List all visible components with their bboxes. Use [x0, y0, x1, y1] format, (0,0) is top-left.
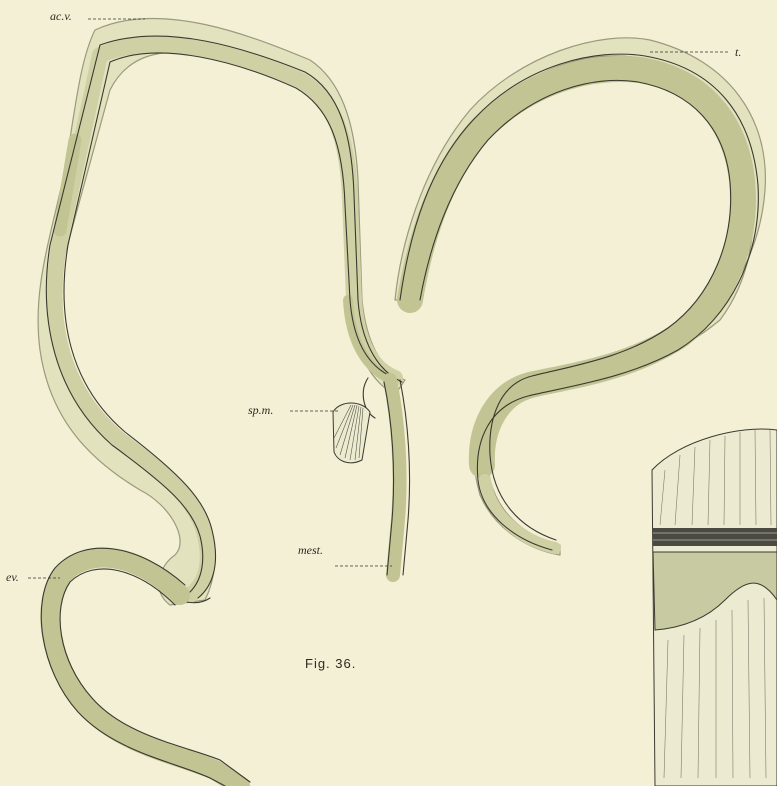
label-mest: mest. [298, 543, 392, 566]
label-sp-m-text: sp.m. [248, 403, 273, 417]
label-ev-text: ev. [6, 570, 19, 584]
label-ac-v-text: ac.v. [50, 9, 72, 23]
label-mest-text: mest. [298, 543, 323, 557]
label-sp-m: sp.m. [248, 403, 338, 417]
sp-m-structure [333, 403, 370, 463]
left-vesicle [38, 18, 405, 605]
label-t-text: t. [735, 45, 741, 59]
figure-caption: Fig. 36. [305, 656, 356, 671]
adjacent-figure-fragment [652, 429, 777, 786]
central-stalk [363, 378, 409, 575]
lower-left-tube [41, 548, 250, 786]
